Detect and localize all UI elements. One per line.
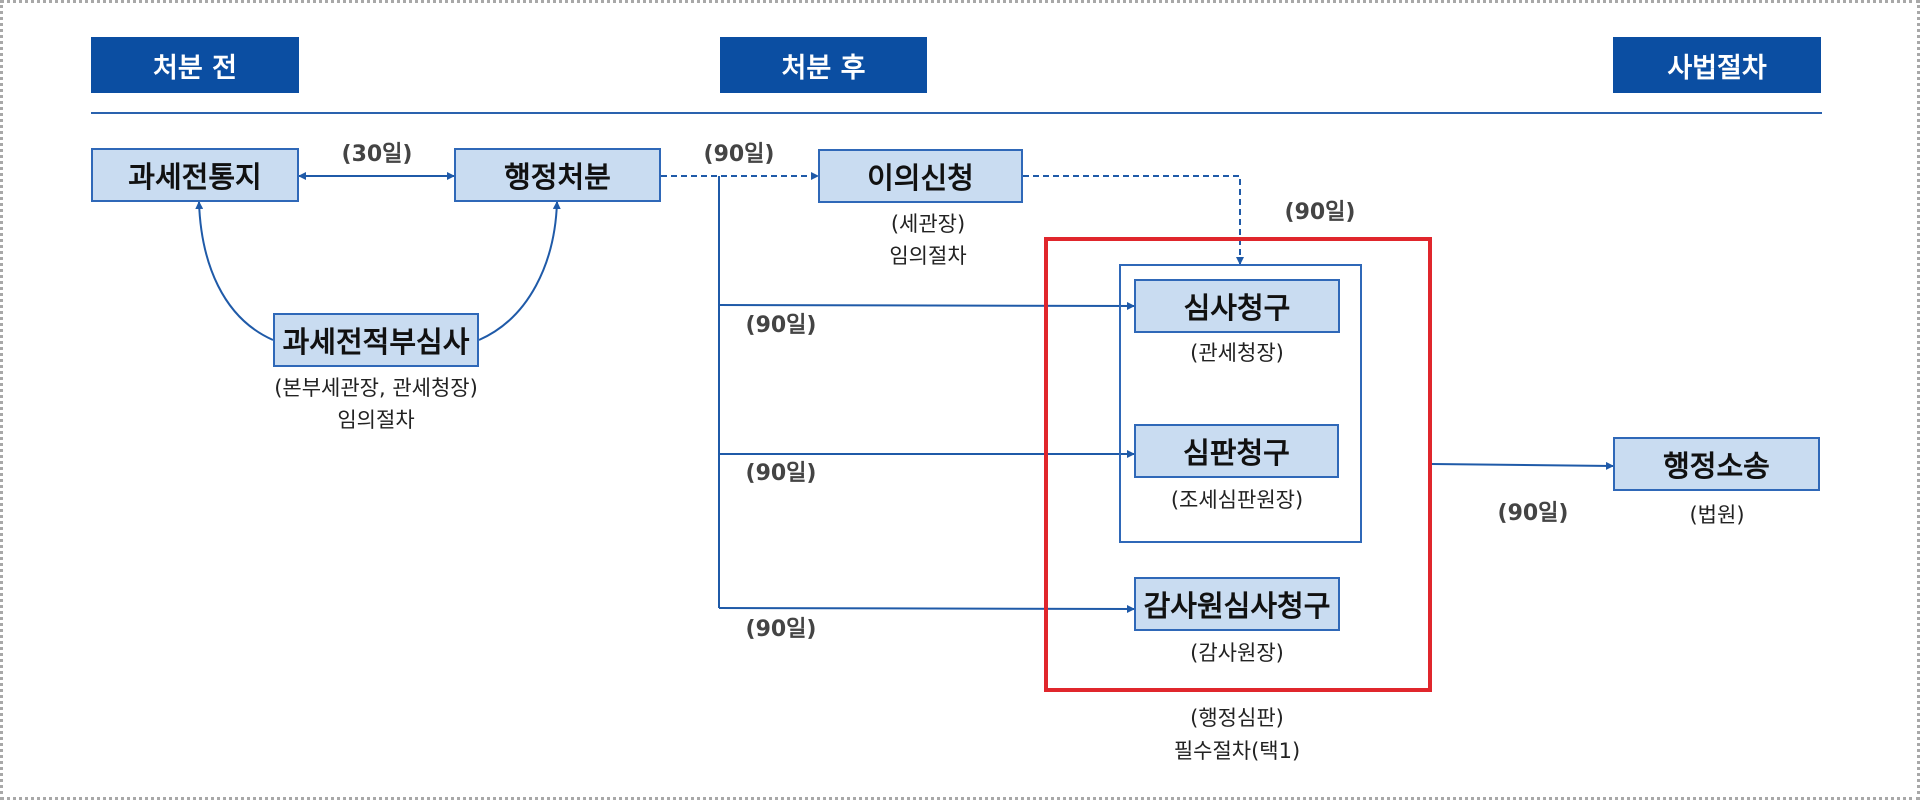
node-administrative-disposition: 행정처분 [454,148,661,202]
node-administrative-litigation: 행정소송 [1613,437,1820,491]
group-type-label: 필수절차(택1) [1173,739,1301,763]
arrow-objection-review [1023,175,1244,265]
node-appeal-request: 심판청구 [1134,424,1339,478]
review-authority-label: (관세청장) [1190,341,1284,365]
arrow-prereview-to-disposition [478,201,561,341]
deadline-objection-to-review: (90일) [1284,200,1356,225]
deadline-to-appeal-request: (90일) [745,461,817,486]
arrow-prereview-to-notice [195,201,274,341]
administrative-appeal-group-frame [1044,237,1432,692]
litigation-authority-label: (법원) [1689,503,1745,527]
header-judicial-procedure: 사법절차 [1613,37,1821,93]
review-appeal-subgroup-frame [1119,264,1362,543]
header-after-disposition: 처분 후 [720,37,927,93]
pre-review-type-label: 임의절차 [337,408,415,432]
arrow-to-audit-request [718,604,1135,613]
arrow-to-litigation [1431,461,1614,470]
connector-layer [195,172,1614,613]
deadline-to-audit-request: (90일) [745,617,817,642]
objection-authority-label: (세관장) [890,212,966,236]
group-name-label: (행정심판) [1190,706,1284,730]
node-pre-assessment-review: 과세전적부심사 [273,313,479,367]
deadline-to-litigation: (90일) [1497,501,1569,526]
deadline-notice-to-disposition: (30일) [341,142,413,167]
audit-authority-label: (감사원장) [1190,641,1284,665]
node-review-request: 심사청구 [1134,279,1340,333]
header-before-disposition: 처분 전 [91,37,299,93]
node-tax-notice: 과세전통지 [91,148,299,202]
deadline-to-review-request: (90일) [745,313,817,338]
deadline-disposition-to-objection: (90일) [703,142,775,167]
node-objection: 이의신청 [818,149,1023,203]
appeal-authority-label: (조세심판원장) [1170,488,1304,512]
node-audit-review-request: 감사원심사청구 [1134,577,1340,631]
pre-review-authority-label: (본부세관장, 관세청장) [274,376,478,400]
objection-type-label: 임의절차 [889,244,967,268]
header-divider-line [91,112,1822,114]
arrow-to-review-request [718,301,1135,310]
